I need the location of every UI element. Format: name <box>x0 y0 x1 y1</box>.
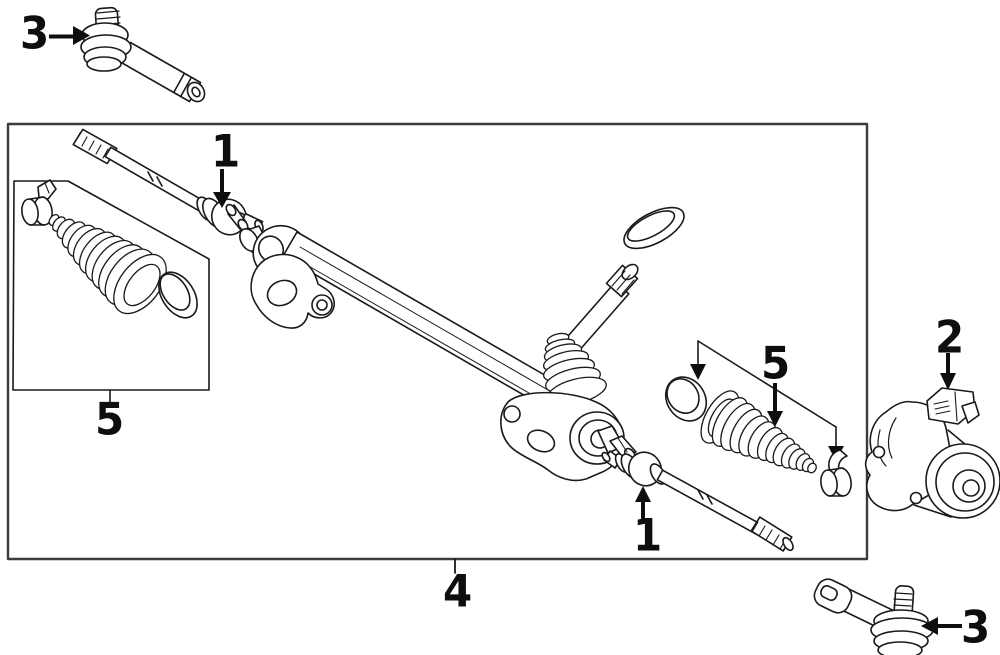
boot-clamp-right <box>820 449 852 497</box>
threaded-end <box>750 516 793 552</box>
valve-housing <box>500 391 625 482</box>
kit-box-outline <box>12 180 210 391</box>
callout-1-arrow-lower <box>635 486 651 523</box>
boot-kit-right <box>664 340 852 497</box>
callout-label-3-top: 3 <box>20 7 49 60</box>
connector <box>926 387 980 425</box>
callout-label-1-bottom: 1 <box>633 509 662 562</box>
kit-bracket-lines <box>697 340 837 448</box>
callout-label-4: 4 <box>443 565 472 618</box>
rack-bar-tip-left <box>225 203 249 232</box>
main-frame-box <box>6 122 869 561</box>
pinion-tower <box>542 332 607 406</box>
inner-tie-rod-top <box>72 128 264 236</box>
seal-ring-right <box>664 376 708 422</box>
callout-3-arrow-lower <box>921 617 962 635</box>
boot-kit-box-left <box>12 179 210 403</box>
callout-2-arrow <box>940 353 956 390</box>
callout-3-arrow <box>49 26 90 45</box>
callout-5-arrow <box>773 383 777 412</box>
callout-label-1-top: 1 <box>211 125 240 178</box>
arrow-to-seal-ring <box>690 364 706 380</box>
callout-label-5-right: 5 <box>761 337 790 390</box>
boot-clamp-left <box>21 179 57 226</box>
input-shaft <box>558 263 639 359</box>
mount-bracket-left <box>250 253 335 329</box>
callout-label-5-left: 5 <box>95 393 124 446</box>
inner-tie-rod-bottom <box>601 450 794 552</box>
steering-motor <box>864 353 1000 519</box>
callout-1-arrow <box>213 169 231 208</box>
callout-label-3-bottom: 3 <box>961 601 990 654</box>
rod <box>656 469 764 536</box>
outer-tie-rod-end-bottom <box>813 578 962 655</box>
seal-ring-left <box>158 271 198 319</box>
seal-ring-upper <box>623 206 685 250</box>
steering-gear-assembly <box>225 203 639 482</box>
outer-tie-rod-end-top <box>49 6 206 103</box>
bellows-boot-left <box>48 214 167 315</box>
callout-label-2: 2 <box>935 311 964 364</box>
bellows-boot-right <box>700 390 817 474</box>
